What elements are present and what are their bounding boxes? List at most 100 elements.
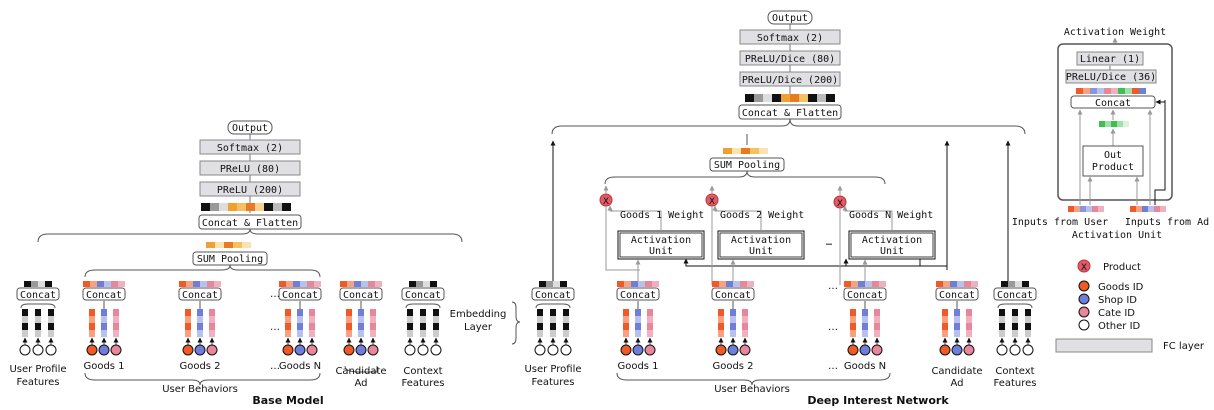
- au-concat-embedding: [1076, 88, 1146, 94]
- din-goods2-emb-cate: [742, 330, 748, 337]
- base-goods1-emb-cate: [113, 330, 119, 337]
- out-product-line1: Out: [1104, 150, 1122, 161]
- base-context-emb-2: [433, 309, 439, 316]
- din-weight-n-label: Goods N Weight: [849, 210, 933, 221]
- base-goods2-emb-cate: [209, 323, 215, 330]
- base-profile-emb-1: [35, 316, 41, 323]
- base-flatten-embedding: [201, 203, 291, 211]
- base-pooling-embedding: [206, 242, 251, 248]
- svg-text:X: X: [709, 197, 715, 207]
- din-weight-2-label: Goods 2 Weight: [720, 210, 804, 221]
- base-goods2-caption: Goods 2: [179, 361, 220, 372]
- din-goodsN-emb-cate: [874, 309, 880, 316]
- din-profile-node-1: [547, 344, 559, 356]
- din-act-unit-2-line2: Unit: [749, 246, 773, 257]
- base-goods1-emb-shop: [101, 330, 107, 337]
- din-goodsN-out-cell: [858, 281, 865, 287]
- base-candidate-node-cate: [367, 344, 379, 356]
- base-goodsN-emb-shop: [297, 323, 303, 330]
- base-model: Output Softmax (2) PReLU (80) PReLU (200…: [37, 120, 463, 278]
- base-profile-out-cell: [45, 281, 52, 287]
- activation-unit-detail: Activation Weight Linear (1) PReLU/Dice …: [1012, 27, 1209, 241]
- din-title: Deep Interest Network: [807, 394, 949, 407]
- base-goods1-caption: Goods 1: [83, 361, 124, 372]
- base-profile-node-0: [19, 344, 31, 356]
- au-concat-label: Concat: [1095, 98, 1131, 109]
- din-candidate-concat-label: Concat: [939, 290, 975, 301]
- base-profile-caption-2: Features: [17, 377, 60, 388]
- base-context-emb-1: [420, 323, 426, 330]
- din-goods2-concat-box: [711, 287, 755, 301]
- legend-cate-id-label: Cate ID: [1098, 308, 1135, 319]
- din-goodsN-out-cell: [851, 281, 858, 287]
- base-profile-concat-box: [16, 287, 60, 301]
- base-goods2-concat-label: Concat: [182, 290, 218, 301]
- base-goodsN-emb-shop: [297, 316, 303, 323]
- base-context-emb-0: [407, 330, 413, 337]
- base-softmax-layer: [199, 139, 301, 155]
- din-profile-node-0: [534, 344, 546, 356]
- din-profile-caption-1: User Profile: [524, 364, 581, 375]
- din-act-unit-n-line2: Unit: [880, 246, 904, 257]
- din-goods1-emb-shop: [635, 309, 641, 316]
- din-profile-emb-2: [563, 316, 569, 323]
- din-goods1-out-cell: [645, 281, 652, 287]
- base-profile-concat-label: Concat: [20, 290, 56, 301]
- din-goods1-concat-box: [616, 287, 660, 301]
- din-goods1-caption: Goods 1: [617, 361, 658, 372]
- base-profile-emb-0: [22, 330, 28, 337]
- base-prelu80-layer: [199, 160, 301, 176]
- din-goods1-out-cell: [624, 281, 631, 287]
- base-goods2-emb-goods: [185, 323, 191, 330]
- svg-text:X: X: [1081, 263, 1087, 273]
- base-goods1-out-cell: [90, 281, 97, 287]
- base-goods2-emb-goods: [185, 316, 191, 323]
- din-candidate-out-cell: [964, 281, 971, 287]
- base-context-emb-2: [433, 323, 439, 330]
- au-caption: Activation Unit: [1072, 230, 1162, 241]
- din-goodsN-node-goods: [847, 344, 859, 356]
- base-candidate-emb-cate: [370, 309, 376, 316]
- base-goods2-emb-shop: [197, 323, 203, 330]
- base-candidate-out-cell: [368, 281, 375, 287]
- din-profile-emb-1: [550, 330, 556, 337]
- din-context-brace: [997, 303, 1033, 309]
- din-context-emb-0: [999, 330, 1005, 337]
- legend-other-id-dot: [1078, 319, 1090, 331]
- din-goods1-emb-goods: [623, 316, 629, 323]
- legend-product-icon: [1077, 259, 1091, 273]
- base-goods2-concat-box: [178, 287, 222, 301]
- din-goods2-node-cate: [739, 344, 751, 356]
- din-goodsN-concat-label: Concat: [847, 290, 883, 301]
- din-goods2-emb-cate: [742, 323, 748, 330]
- base-goods2-out-cell: [186, 281, 193, 287]
- legend-fc-layer-label: FC layer: [1163, 341, 1205, 352]
- din-activation-unit-2: [717, 230, 805, 260]
- base-profile-node-1: [32, 344, 44, 356]
- din-candidate-emb-cate: [966, 316, 972, 323]
- legend-cate-id-dot: [1078, 306, 1090, 318]
- din-goodsN-emb-cate: [874, 323, 880, 330]
- din-goodsN-emb-shop: [862, 316, 868, 323]
- din-goods2-node-shop: [727, 344, 739, 356]
- base-candidate-emb-goods: [346, 330, 352, 337]
- base-profile-emb-2: [48, 309, 54, 316]
- au-concat-box: [1070, 95, 1156, 109]
- din-act-unit-n-line1: Activation: [862, 235, 922, 246]
- base-goods1-emb-goods: [89, 330, 95, 337]
- din-profile-concat-label: Concat: [535, 290, 571, 301]
- out-product-line2: Product: [1092, 162, 1134, 173]
- base-goods1-node-cate: [110, 344, 122, 356]
- base-goods2-node-goods: [182, 344, 194, 356]
- svg-text:…: …: [828, 361, 838, 372]
- base-context-emb-0: [407, 323, 413, 330]
- din-goods2-emb-goods: [718, 330, 724, 337]
- base-candidate-node-goods: [343, 344, 355, 356]
- din-context-emb-2: [1025, 330, 1031, 337]
- din-activation-unit-n: [848, 230, 936, 260]
- din-goods2-concat-label: Concat: [715, 290, 751, 301]
- din-candidate-emb-shop: [954, 316, 960, 323]
- base-context-emb-1: [420, 309, 426, 316]
- base-output-node: [227, 120, 273, 135]
- din-softmax-layer: [739, 29, 841, 45]
